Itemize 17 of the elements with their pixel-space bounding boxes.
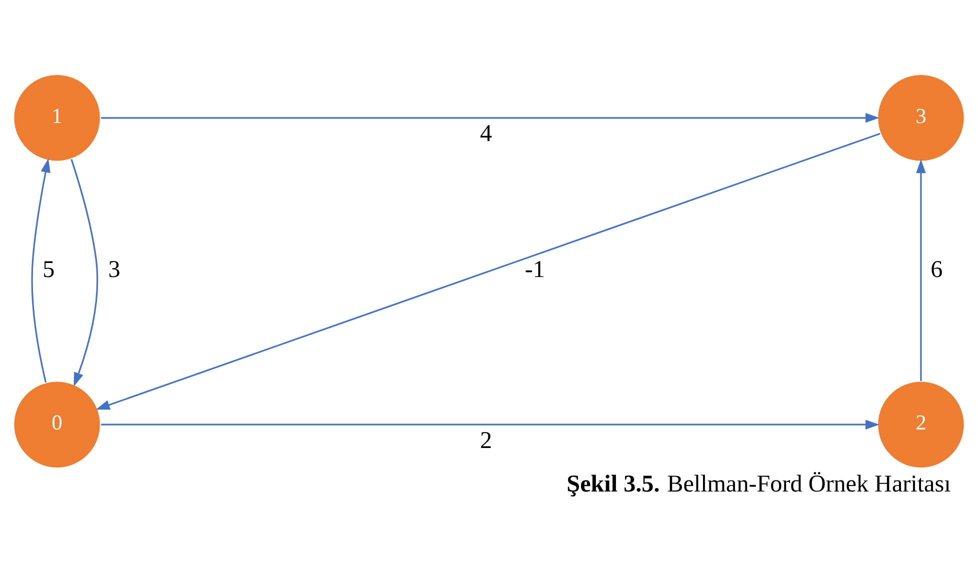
edge-label: 4 xyxy=(480,120,492,147)
edge-label: 3 xyxy=(108,256,120,283)
node-circle: 0 xyxy=(12,380,102,468)
arrow xyxy=(101,419,880,429)
arrow xyxy=(70,158,98,386)
node-circle: 1 xyxy=(12,73,102,162)
edge-label: -1 xyxy=(524,256,545,283)
arrow xyxy=(96,132,880,410)
arrow xyxy=(31,158,50,382)
edge-label: 6 xyxy=(930,256,943,283)
node-circle: 3 xyxy=(876,73,966,162)
node-circle: 2 xyxy=(876,380,966,468)
arrow xyxy=(101,112,880,122)
caption: Şekil 3.5. Bellman-Ford Örnek Haritası xyxy=(566,470,951,497)
edge-label: 5 xyxy=(42,256,55,283)
edge-label: 2 xyxy=(480,427,492,454)
arrow xyxy=(916,158,926,380)
